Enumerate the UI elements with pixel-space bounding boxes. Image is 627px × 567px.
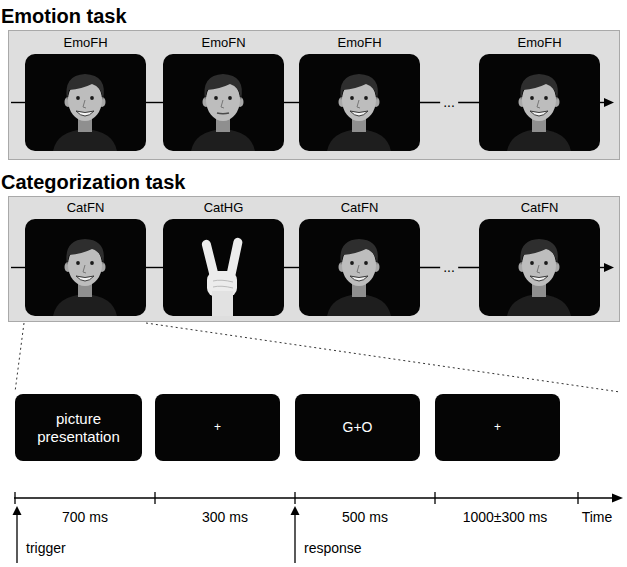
trigger-arrow bbox=[16, 513, 17, 563]
stimulus-frame: EmoFH bbox=[479, 54, 600, 151]
panel-title: Categorization task bbox=[1, 170, 185, 194]
axis-label: response bbox=[304, 540, 362, 557]
trial-screen: + bbox=[435, 394, 560, 461]
axis-label: 300 ms bbox=[202, 509, 248, 526]
axis-tick bbox=[294, 492, 295, 504]
condition-label: EmoFH bbox=[469, 35, 610, 50]
response-arrow bbox=[294, 513, 295, 563]
trial-screen: picture presentation bbox=[15, 394, 142, 461]
axis-tick bbox=[577, 492, 578, 504]
stimulus-picture bbox=[479, 54, 600, 151]
condition-label: CatFN bbox=[289, 200, 430, 215]
stimulus-picture bbox=[163, 54, 284, 151]
axis-label: 1000±300 ms bbox=[463, 509, 548, 526]
timeline-lead bbox=[11, 102, 25, 103]
condition-label: EmoFN bbox=[153, 35, 294, 50]
timeline-connector bbox=[284, 102, 299, 103]
timeline-lead bbox=[11, 267, 25, 268]
stimulus-frame: CatHG bbox=[163, 219, 284, 316]
stimulus-picture bbox=[25, 54, 146, 151]
screen-text: picture presentation bbox=[23, 410, 134, 446]
stimulus-picture bbox=[191, 74, 255, 151]
stimulus-frame: EmoFN bbox=[163, 54, 284, 151]
screen-text: G+O bbox=[343, 419, 373, 436]
response-arrowhead bbox=[291, 506, 300, 515]
timeline-connector bbox=[284, 267, 299, 268]
zoom-line bbox=[15, 323, 24, 392]
trial-screen: G+O bbox=[295, 394, 420, 461]
timeline-arrowhead bbox=[604, 98, 614, 107]
axis-tick bbox=[14, 492, 15, 504]
screen-text: + bbox=[494, 420, 501, 434]
stimulus-picture bbox=[507, 239, 571, 316]
screen-text: + bbox=[214, 420, 221, 434]
stimulus-picture bbox=[327, 74, 391, 151]
axis-label: 700 ms bbox=[62, 509, 108, 526]
axis-label: Time bbox=[582, 509, 613, 526]
timeline-connector bbox=[146, 102, 163, 103]
condition-label: CatFN bbox=[15, 200, 156, 215]
trigger-arrowhead bbox=[13, 506, 22, 515]
stimulus-picture bbox=[327, 239, 391, 316]
stimulus-frame: EmoFH bbox=[299, 54, 420, 151]
stimulus-picture bbox=[53, 74, 117, 151]
condition-label: CatHG bbox=[153, 200, 294, 215]
stimulus-picture bbox=[25, 219, 146, 316]
timeline-connector bbox=[146, 102, 163, 103]
stimulus-picture bbox=[299, 54, 420, 151]
stimulus-frame: CatFN bbox=[25, 219, 146, 316]
stimulus-frame: EmoFH bbox=[25, 54, 146, 151]
stimulus-frame: CatFN bbox=[299, 219, 420, 316]
ellipsis-label: ... bbox=[440, 260, 458, 274]
task-panel: Emotion taskEmoFHEmoFNEmoFHEmoFH... bbox=[8, 30, 620, 160]
stimulus-picture bbox=[201, 237, 243, 316]
trial-screen: + bbox=[155, 394, 280, 461]
timeline-connector bbox=[146, 267, 163, 268]
zoom-line bbox=[146, 323, 620, 392]
axis-tick bbox=[434, 492, 435, 504]
stimulus-picture bbox=[507, 74, 571, 151]
stimulus-frame: CatFN bbox=[479, 219, 600, 316]
timeline-connector bbox=[146, 267, 163, 268]
axis-tick bbox=[154, 492, 155, 504]
time-axis bbox=[14, 497, 614, 498]
stimulus-picture bbox=[163, 219, 284, 316]
ellipsis-label: ... bbox=[440, 95, 458, 109]
stimulus-picture bbox=[53, 239, 117, 316]
timeline-connector bbox=[284, 267, 299, 268]
task-panel: Categorization taskCatFNCatHGCatFNCatFN.… bbox=[8, 196, 620, 322]
condition-label: EmoFH bbox=[289, 35, 430, 50]
panel-title: Emotion task bbox=[1, 4, 127, 28]
axis-label: 500 ms bbox=[342, 509, 388, 526]
axis-arrowhead bbox=[612, 494, 623, 503]
condition-label: EmoFH bbox=[15, 35, 156, 50]
timeline-arrowhead bbox=[604, 263, 614, 272]
stimulus-picture bbox=[299, 219, 420, 316]
axis-label: trigger bbox=[26, 540, 66, 557]
timeline-connector bbox=[284, 102, 299, 103]
stimulus-picture bbox=[479, 219, 600, 316]
condition-label: CatFN bbox=[469, 200, 610, 215]
